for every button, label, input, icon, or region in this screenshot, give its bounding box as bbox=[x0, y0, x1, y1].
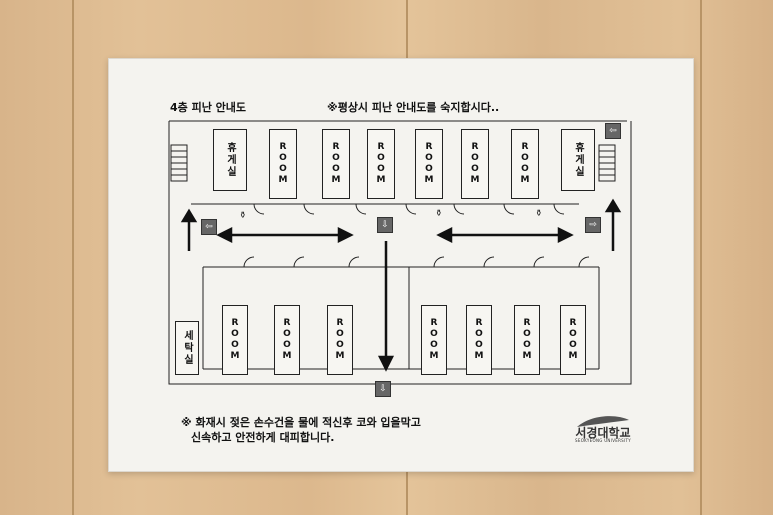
lounge-top-left: 휴게실 bbox=[213, 129, 247, 191]
room-bottom-4: ROOM bbox=[421, 305, 447, 375]
map-notice: ※평상시 피난 안내도를 숙지합시다.. bbox=[327, 101, 500, 114]
instruction-line-2: 신속하고 안전하게 대피합니다. bbox=[191, 431, 335, 444]
floor-plan bbox=[168, 120, 632, 385]
room-top-3: ROOM bbox=[367, 129, 395, 199]
room-top-1: ROOM bbox=[269, 129, 297, 199]
room-bottom-3: ROOM bbox=[327, 305, 353, 375]
fire-instructions: ※ 화재시 젖은 손수건을 물에 적신후 코와 입을막고 신속하고 안전하게 대… bbox=[181, 415, 421, 445]
fire-extinguisher-icon: ⚱ bbox=[435, 209, 443, 219]
room-bottom-1: ROOM bbox=[222, 305, 248, 375]
room-bottom-2: ROOM bbox=[274, 305, 300, 375]
staircase-icon bbox=[170, 144, 616, 182]
room-top-4: ROOM bbox=[415, 129, 443, 199]
fire-extinguisher-icon: ⚱ bbox=[535, 209, 543, 219]
exit-sign-icon: ⇦ bbox=[605, 123, 621, 139]
instruction-line-1: ※ 화재시 젖은 손수건을 물에 적신후 코와 입을막고 bbox=[181, 416, 421, 429]
leaf-logo-icon bbox=[577, 416, 629, 427]
exit-sign-icon: ⇨ bbox=[585, 217, 601, 233]
exit-sign-icon: ⇩ bbox=[375, 381, 391, 397]
map-title: 4층 피난 안내도 bbox=[170, 101, 247, 114]
room-top-2: ROOM bbox=[322, 129, 350, 199]
room-top-5: ROOM bbox=[461, 129, 489, 199]
laundry-room: 세탁실 bbox=[175, 321, 199, 375]
room-bottom-5: ROOM bbox=[466, 305, 492, 375]
room-top-6: ROOM bbox=[511, 129, 539, 199]
wall-seam-right bbox=[700, 0, 702, 515]
fire-extinguisher-icon: ⚱ bbox=[239, 211, 247, 221]
lounge-top-right: 휴게실 bbox=[561, 129, 595, 191]
room-bottom-7: ROOM bbox=[560, 305, 586, 375]
exit-sign-icon: ⇦ bbox=[201, 219, 217, 235]
exit-sign-icon: ⇩ bbox=[377, 217, 393, 233]
wall-seam-left bbox=[72, 0, 74, 515]
room-bottom-6: ROOM bbox=[514, 305, 540, 375]
evacuation-map-sheet: 4층 피난 안내도 ※평상시 피난 안내도를 숙지합시다.. bbox=[108, 58, 694, 472]
university-logo: 서경대학교 SEOKYEONG UNIVERSITY bbox=[557, 413, 649, 445]
